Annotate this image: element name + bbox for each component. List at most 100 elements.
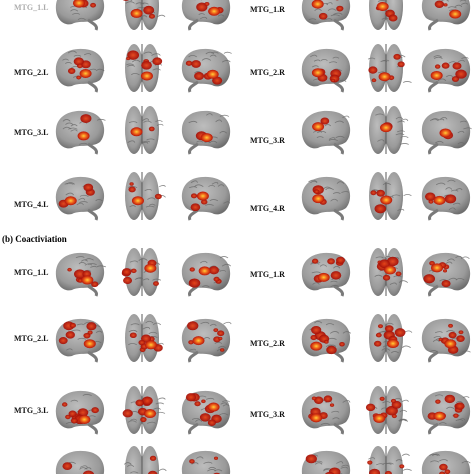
activation-blob [189, 459, 195, 464]
activation-blob [127, 50, 140, 60]
activation-peak [198, 266, 211, 276]
brain-view [55, 252, 107, 297]
activation-blob [217, 330, 225, 337]
brain-view [181, 318, 232, 363]
brain-view [181, 176, 231, 221]
activation-blob [452, 62, 462, 70]
activation-blob [123, 276, 133, 285]
activation-blob [323, 339, 329, 344]
activation-peak [200, 133, 213, 143]
activation-blob [327, 258, 335, 265]
activation-peak [380, 123, 393, 133]
activation-blob [208, 266, 220, 275]
activation-blob [448, 331, 457, 339]
activation-blob [444, 394, 456, 404]
brain-view [181, 0, 231, 31]
activation-blob [87, 330, 93, 335]
activation-peak [378, 72, 391, 82]
section-b-label: (b) Coactiviation [2, 234, 67, 244]
activation-blob [194, 401, 201, 407]
activation-blob [212, 76, 223, 85]
brain-view [369, 172, 412, 220]
activation-blob [325, 471, 335, 474]
brain-view [365, 386, 409, 434]
activation-blob [185, 393, 197, 402]
activation-peak [376, 1, 389, 11]
activation-peak [192, 336, 205, 346]
activation-peak [317, 272, 330, 282]
activation-blob [375, 332, 382, 338]
activation-peak [433, 195, 446, 205]
activation-blob [336, 5, 344, 12]
row-label-left: MTG_2.L [14, 68, 49, 77]
activation-blob [207, 419, 216, 426]
activation-blob [373, 340, 382, 347]
activation-blob [91, 407, 99, 414]
brain-view [421, 176, 471, 221]
activation-peak [206, 69, 219, 79]
activation-blob [65, 414, 71, 420]
activation-blob [135, 399, 144, 407]
brain-view [181, 110, 231, 155]
activation-peak [83, 339, 96, 349]
section-a-row-3: MTG_3.L MTG_3.R [0, 106, 474, 162]
activation-blob [443, 269, 448, 273]
brain-view [124, 446, 167, 474]
row-label-right: MTG_3.R [250, 410, 285, 419]
row-label-left: MTG_1.L [14, 268, 49, 277]
activation-blob [67, 68, 76, 74]
activation-blob [311, 258, 319, 264]
activation-blob [153, 281, 159, 286]
activation-blob [129, 182, 134, 186]
activation-blob [191, 60, 201, 68]
activation-peak [144, 263, 157, 273]
activation-peak [311, 68, 324, 78]
brain-view [301, 390, 351, 435]
activation-blob [384, 470, 392, 474]
section-b-row-3: MTG_3.L MTG_3.R [0, 386, 474, 442]
activation-blob [434, 64, 441, 69]
activation-blob [62, 462, 73, 470]
row-label-left: MTG_3.L [14, 128, 49, 137]
activation-blob [86, 322, 97, 331]
activation-blob [126, 56, 131, 61]
activation-peak [196, 191, 209, 201]
activation-blob [61, 402, 68, 407]
activation-blob [148, 126, 155, 132]
activation-blob [122, 0, 129, 1]
brain-view [55, 110, 106, 155]
brain-view [369, 106, 409, 154]
activation-blob [311, 396, 317, 401]
activation-peak [130, 8, 143, 18]
activation-blob [444, 469, 451, 474]
brain-view [421, 318, 471, 363]
activation-blob [90, 2, 97, 8]
activation-blob [213, 456, 219, 460]
activation-blob [423, 274, 436, 284]
activation-blob [379, 396, 385, 401]
brain-view [301, 252, 351, 297]
activation-blob [204, 1, 210, 6]
activation-blob [336, 256, 346, 264]
activation-peak [312, 194, 325, 204]
brain-view [369, 248, 408, 296]
activation-peak [143, 409, 156, 419]
activation-blob [390, 398, 397, 404]
brain-view [369, 314, 413, 362]
activation-blob [76, 75, 82, 80]
brain-view [125, 106, 164, 154]
row-label-right: MTG_4.R [250, 204, 285, 213]
brain-view [421, 450, 471, 474]
activation-blob [448, 323, 454, 328]
brain-view [122, 0, 166, 30]
brain-view [421, 0, 471, 31]
activation-blob [83, 183, 94, 192]
row-label-right: MTG_2.R [250, 68, 285, 77]
activation-blob [313, 189, 320, 194]
section-a-row-4: MTG_4.L MTG_4.R [0, 176, 474, 232]
activation-blob [397, 61, 405, 68]
activation-blob [140, 416, 147, 423]
activation-blob [326, 345, 337, 355]
activation-blob [458, 330, 464, 335]
activation-blob [443, 3, 448, 7]
